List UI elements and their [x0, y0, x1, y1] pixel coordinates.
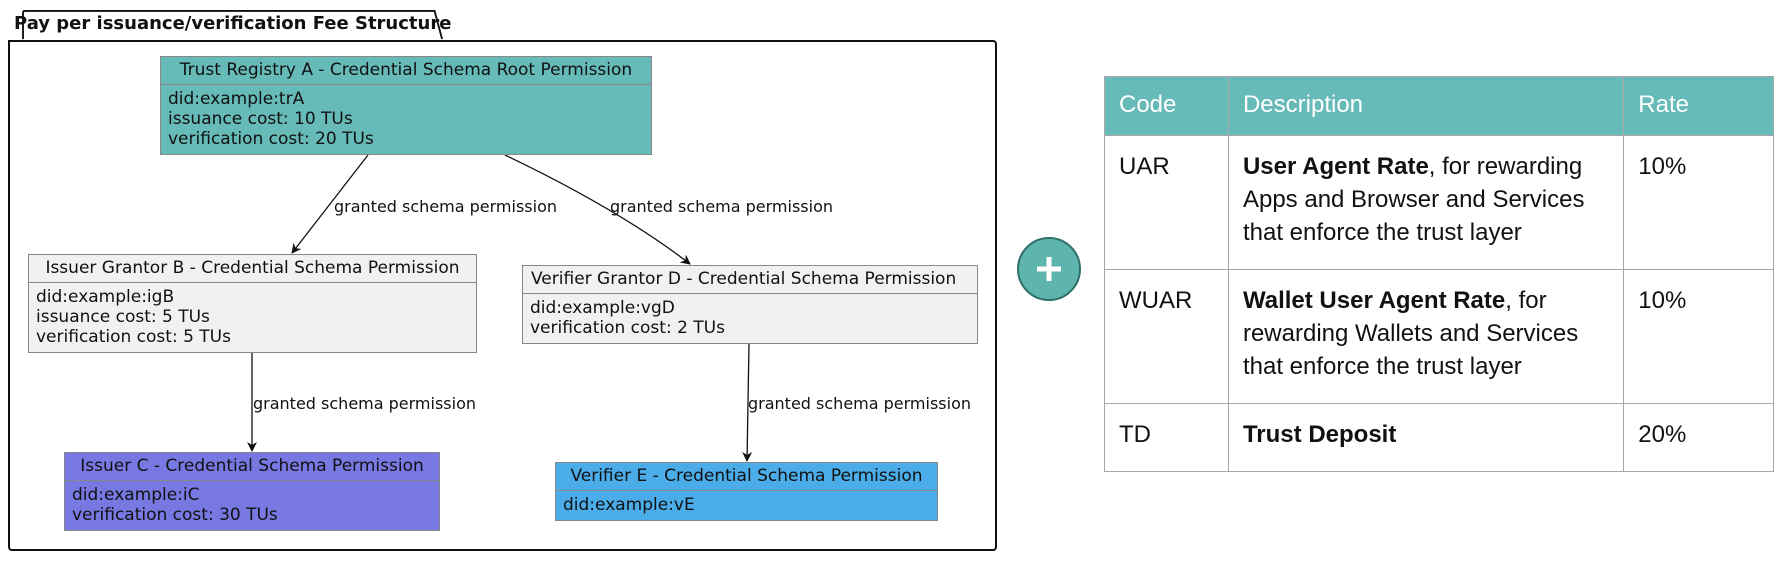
node-verification-cost: verification cost: 5 TUs: [36, 327, 231, 347]
connectors: granted schema permission granted schema…: [247, 154, 971, 462]
node-issuer-c: Issuer C - Credential Schema Permission …: [64, 452, 440, 531]
node-title: Verifier Grantor D - Credential Schema P…: [523, 266, 977, 294]
package-tab: [22, 10, 443, 40]
column-header-code: Code: [1104, 76, 1229, 136]
cell-code: TD: [1104, 403, 1229, 472]
node-issuer-grantor-b: Issuer Grantor B - Credential Schema Per…: [28, 254, 477, 353]
package-title: Pay per issuance/verification Fee Struct…: [14, 13, 452, 34]
cell-rate: 20%: [1623, 403, 1774, 472]
cell-description: User Agent Rate, for rewarding Apps and …: [1227, 135, 1625, 270]
table-row: UAR User Agent Rate, for rewarding Apps …: [1104, 135, 1774, 270]
edge-tra-vgd: [504, 154, 691, 265]
node-verification-cost: verification cost: 20 TUs: [168, 129, 374, 149]
node-body: did:example:iC verification cost: 30 TUs: [65, 481, 439, 529]
node-body: did:example:vE: [556, 491, 937, 519]
cell-code: UAR: [1104, 135, 1229, 270]
package-frame: [8, 40, 997, 551]
node-title: Trust Registry A - Credential Schema Roo…: [161, 57, 651, 85]
edge-tra-igb: [291, 154, 369, 254]
node-title: Issuer C - Credential Schema Permission: [65, 453, 439, 481]
node-issuance-cost: issuance cost: 5 TUs: [36, 307, 210, 327]
node-body: did:example:vgD verification cost: 2 TUs: [523, 294, 977, 342]
edge-label-igb-ic: granted schema permission: [253, 394, 476, 413]
edge-label-tra-vgd: granted schema permission: [610, 197, 833, 216]
cell-description: Wallet User Agent Rate, for rewarding Wa…: [1227, 269, 1625, 404]
description-text: , for rewarding Apps and Browser and Ser…: [1242, 153, 1585, 246]
edge-label-vgd-ve: granted schema permission: [748, 394, 971, 413]
table-row: TD Trust Deposit 20%: [1104, 403, 1774, 472]
node-did: did:example:vgD: [530, 298, 675, 318]
description-term: Trust Deposit: [1242, 421, 1397, 448]
description-text: , for rewarding Wallets and Services tha…: [1242, 287, 1579, 380]
cell-description: Trust Deposit: [1227, 403, 1625, 472]
cell-code: WUAR: [1104, 269, 1229, 404]
edge-vgd-ve: [742, 343, 753, 462]
node-did: did:example:vE: [563, 495, 695, 515]
table-row: WUAR Wallet User Agent Rate, for rewardi…: [1104, 269, 1774, 404]
node-issuance-cost: issuance cost: 10 TUs: [168, 109, 353, 129]
node-did: did:example:iC: [72, 485, 200, 505]
edge-label-tra-igb: granted schema permission: [334, 197, 557, 216]
fee-structure-table: Code Description Rate UAR User Agent Rat…: [1104, 76, 1774, 472]
plus-icon: [1037, 257, 1061, 281]
node-body: did:example:igB issuance cost: 5 TUs ver…: [29, 283, 476, 351]
column-header-rate: Rate: [1623, 76, 1774, 136]
table-header-row: Code Description Rate: [1104, 76, 1774, 136]
node-verification-cost: verification cost: 30 TUs: [72, 505, 278, 525]
cell-rate: 10%: [1623, 135, 1774, 270]
description-term: Wallet User Agent Rate: [1242, 287, 1506, 314]
node-verification-cost: verification cost: 2 TUs: [530, 318, 725, 338]
node-body: did:example:trA issuance cost: 10 TUs ve…: [161, 85, 651, 153]
node-verifier-grantor-d: Verifier Grantor D - Credential Schema P…: [522, 265, 978, 344]
column-header-description: Description: [1227, 76, 1625, 136]
node-title: Issuer Grantor B - Credential Schema Per…: [29, 255, 476, 283]
node-title: Verifier E - Credential Schema Permissio…: [556, 463, 937, 491]
description-term: User Agent Rate: [1242, 153, 1429, 180]
node-did: did:example:trA: [168, 89, 305, 109]
node-verifier-e: Verifier E - Credential Schema Permissio…: [555, 462, 938, 521]
node-did: did:example:igB: [36, 287, 175, 307]
cell-rate: 10%: [1623, 269, 1774, 404]
plus-badge: [1017, 237, 1081, 301]
node-trust-registry-a: Trust Registry A - Credential Schema Roo…: [160, 56, 652, 155]
